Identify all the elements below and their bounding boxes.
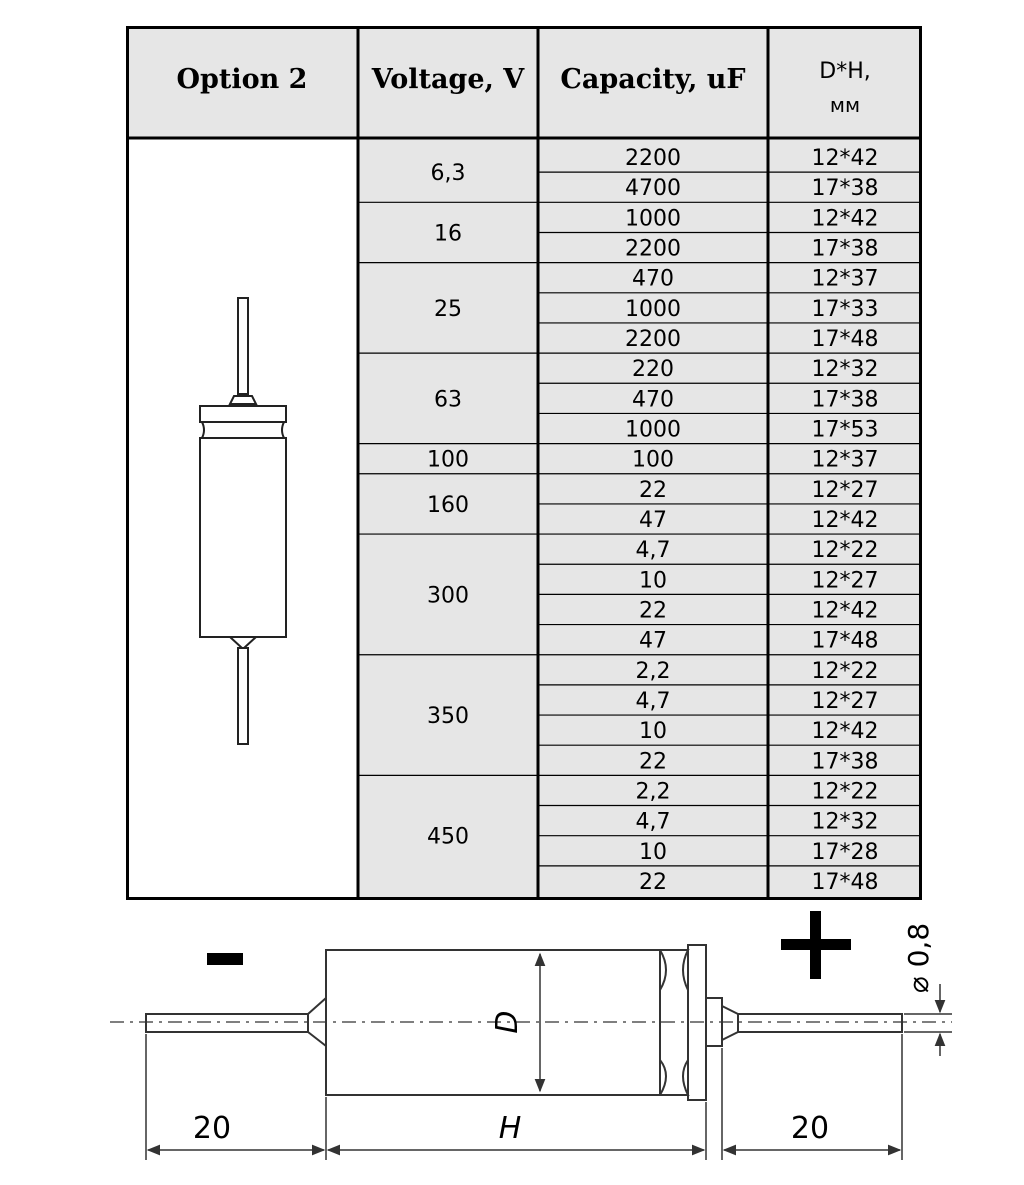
cell-dh: 12*22	[812, 538, 879, 563]
table-body: 2200 12*42 4700 17*38 6,3 1000 12*42 2200 17*38 1…	[427, 146, 879, 895]
cell-capacity: 1000	[625, 418, 681, 443]
cell-capacity: 1000	[625, 297, 681, 322]
cell-dh: 12*32	[812, 810, 879, 835]
dimension-h: H	[499, 1111, 522, 1146]
cell-dh: 17*38	[812, 176, 879, 201]
cell-dh: 12*22	[812, 659, 879, 684]
cell-dh: 12*27	[812, 568, 879, 593]
cell-capacity: 47	[639, 508, 667, 533]
cell-capacity: 10	[639, 568, 667, 593]
dimension-right-lead: 20	[791, 1111, 829, 1146]
cell-voltage: 300	[427, 583, 469, 608]
cell-capacity: 1000	[625, 206, 681, 231]
table-border	[126, 26, 922, 900]
cell-voltage: 16	[434, 221, 462, 246]
cell-capacity: 22	[639, 749, 667, 774]
cell-capacity: 22	[639, 478, 667, 503]
cell-voltage: 6,3	[431, 161, 466, 186]
cell-dh: 17*48	[812, 327, 879, 352]
capacitor-spec-table: Option 2 Voltage, V Capacity, uF D*H, мм…	[126, 26, 922, 900]
cell-capacity: 2200	[625, 327, 681, 352]
minus-sign: -	[207, 953, 243, 965]
dimension-d: D	[490, 1010, 525, 1033]
cell-capacity: 22	[639, 598, 667, 623]
capacitor-illustration	[199, 297, 287, 745]
cell-capacity: 4700	[625, 176, 681, 201]
header-voltage: Voltage, V	[371, 64, 526, 95]
cell-dh: 12*27	[812, 689, 879, 714]
capacitor-side-view	[145, 944, 903, 1101]
cell-capacity: 2,2	[636, 779, 671, 804]
header-dh-line1: D*H,	[819, 59, 870, 84]
cell-voltage: 160	[427, 493, 469, 518]
cell-dh: 12*37	[812, 448, 879, 473]
dimension-lead-diameter: ⌀ 0,8	[902, 923, 935, 993]
cell-dh: 12*22	[812, 779, 879, 804]
cell-dh: 12*42	[812, 598, 879, 623]
cell-dh: 17*38	[812, 237, 879, 262]
cell-capacity: 220	[632, 357, 674, 382]
cell-voltage: 63	[434, 387, 462, 412]
cell-dh: 12*27	[812, 478, 879, 503]
cell-dh: 17*53	[812, 418, 879, 443]
cell-capacity: 4,7	[636, 538, 671, 563]
cell-dh: 12*42	[812, 206, 879, 231]
dimension-left-lead: 20	[193, 1111, 231, 1146]
cell-capacity: 47	[639, 629, 667, 654]
cell-capacity: 10	[639, 840, 667, 865]
cell-dh: 17*28	[812, 840, 879, 865]
cell-dh: 17*38	[812, 749, 879, 774]
cell-dh: 17*48	[812, 629, 879, 654]
cell-dh: 12*37	[812, 267, 879, 292]
cell-capacity: 10	[639, 719, 667, 744]
cell-capacity: 2,2	[636, 659, 671, 684]
cell-voltage: 350	[427, 704, 469, 729]
cell-capacity: 4,7	[636, 689, 671, 714]
cell-dh: 17*38	[812, 387, 879, 412]
plus-sign: +	[781, 911, 851, 979]
cell-capacity: 4,7	[636, 810, 671, 835]
row-lines	[358, 171, 922, 867]
cell-voltage: 100	[427, 448, 469, 473]
cell-voltage: 25	[434, 297, 462, 322]
header-dh-line2: мм	[830, 93, 860, 117]
cell-capacity: 470	[632, 267, 674, 292]
cell-voltage: 450	[427, 825, 469, 850]
capacitor-dimension-drawing: - + D 20 H 20	[110, 911, 952, 1160]
cell-capacity: 2200	[625, 237, 681, 262]
header-capacity: Capacity, uF	[560, 64, 745, 95]
cell-capacity: 470	[632, 387, 674, 412]
header-option: Option 2	[177, 64, 308, 95]
cell-dh: 17*33	[812, 297, 879, 322]
cell-dh: 12*32	[812, 357, 879, 382]
cell-dh: 12*42	[812, 719, 879, 744]
cell-dh: 12*42	[812, 146, 879, 171]
cell-dh: 12*42	[812, 508, 879, 533]
cell-capacity: 22	[639, 870, 667, 895]
cell-capacity: 2200	[625, 146, 681, 171]
cell-dh: 17*48	[812, 870, 879, 895]
cell-capacity: 100	[632, 448, 674, 473]
